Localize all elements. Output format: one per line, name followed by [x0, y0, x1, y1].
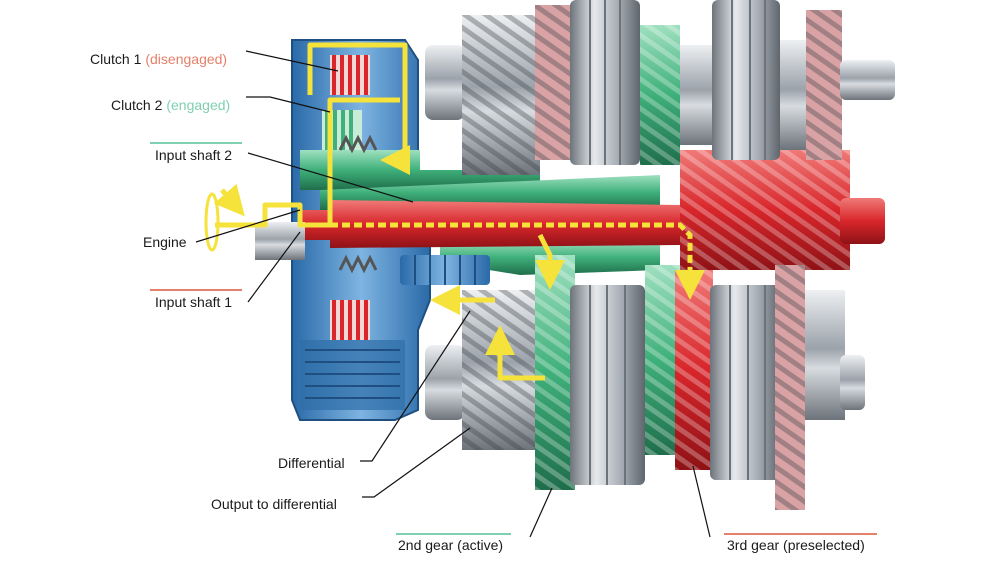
second-gear-label: 2nd gear (active) [398, 537, 504, 553]
splined-collar [400, 255, 490, 285]
clutch-2-label: Clutch 2(engaged) [111, 97, 230, 113]
second-gear-rule [396, 533, 511, 535]
upper-gear-cluster [425, 0, 895, 175]
differential-label: Differential [278, 455, 345, 471]
engine-label: Engine [143, 234, 187, 250]
lower-gear-cluster [425, 255, 865, 510]
input-shaft-2-label: Input shaft 2 [155, 147, 233, 163]
clutch-1-label: Clutch 1(disengaged) [90, 51, 227, 67]
leader-lines [195, 50, 711, 538]
clutch-2-name: Clutch 2 [111, 97, 163, 113]
spring [338, 134, 378, 274]
input-shaft-1-label: Input shaft 1 [155, 294, 233, 310]
clutch-1-state: (disengaged) [145, 51, 228, 67]
third-gear-rule [724, 533, 877, 535]
clutch-1-plates [330, 55, 370, 340]
output-to-differential-label: Output to differential [211, 496, 337, 512]
input-shaft-2-rule [150, 142, 242, 144]
third-gear-label: 3rd gear (preselected) [727, 537, 865, 553]
power-flow-arrows [213, 42, 705, 381]
engine-input [204, 192, 305, 260]
clutch-2-state: (engaged) [166, 97, 231, 113]
input-shaft-1-rule [150, 289, 242, 291]
clutch-1-name: Clutch 1 [90, 51, 142, 67]
